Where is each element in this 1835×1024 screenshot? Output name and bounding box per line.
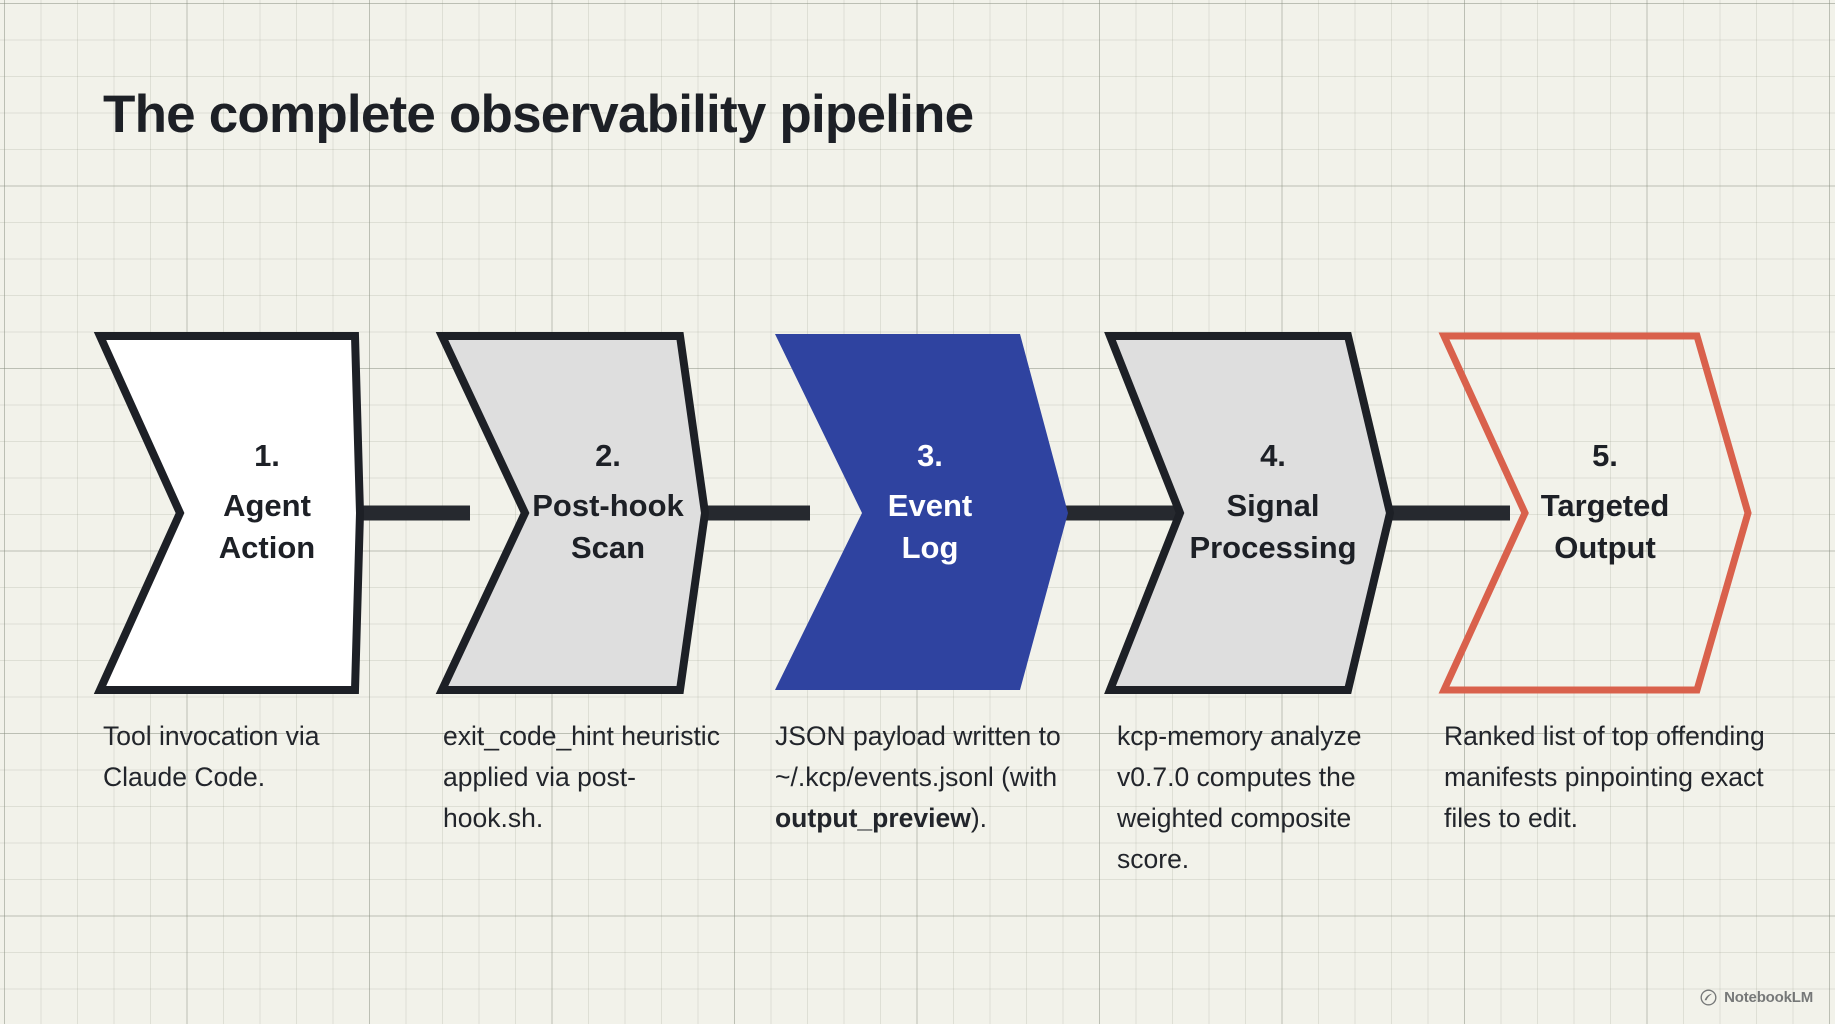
step-4-title-line1: Signal [1226, 488, 1319, 523]
step-3-caption: JSON payload written to ~/.kcp/events.js… [775, 721, 1061, 833]
page-title: The complete observability pipeline [103, 85, 974, 144]
step-5-caption: Ranked list of top offending manifests p… [1444, 721, 1765, 833]
step-3-chevron-shape[interactable] [775, 334, 1068, 690]
step-2-caption: exit_code_hint heuristic applied via pos… [443, 721, 720, 833]
step-1-caption: Tool invocation via Claude Code. [103, 721, 320, 792]
step-5-targeted-output[interactable]: 5. Targeted Output [1438, 332, 1752, 694]
step-4-title-line2: Processing [1189, 530, 1356, 565]
step-5-title-line2: Output [1554, 530, 1656, 565]
step-5-index: 5. [1592, 438, 1618, 473]
step-2-title-line2: Scan [571, 530, 645, 565]
notebooklm-watermark: NotebookLM [1700, 989, 1813, 1006]
notebooklm-logo-icon [1700, 989, 1717, 1006]
step-3-event-log[interactable]: 3. Event Log [775, 334, 1068, 690]
step-2-index: 2. [595, 438, 621, 473]
step-3-index: 3. [917, 438, 943, 473]
step-2-chevron-shape[interactable] [435, 332, 710, 694]
step-2-title-line1: Post-hook [532, 488, 684, 523]
watermark-label: NotebookLM [1724, 989, 1813, 1006]
step-5-title-line1: Targeted [1541, 488, 1670, 523]
step-3-title-line1: Event [888, 488, 972, 523]
step-3-title-line2: Log [902, 530, 959, 565]
step-5-chevron-shape[interactable] [1438, 332, 1752, 694]
step-4-chevron-shape[interactable] [1104, 332, 1395, 694]
step-1-chevron-shape[interactable] [93, 332, 365, 694]
step-4-index: 4. [1260, 438, 1286, 473]
step-1-title-line1: Agent [223, 488, 311, 523]
step-1-index: 1. [254, 438, 280, 473]
step-4-signal-processing[interactable]: 4. Signal Processing [1104, 332, 1395, 694]
step-4-caption: kcp-memory analyze v0.7.0 computes the w… [1117, 721, 1362, 874]
step-1-title-line2: Action [219, 530, 315, 565]
step-1-agent-action[interactable]: 1. Agent Action [93, 332, 365, 694]
step-2-post-hook-scan[interactable]: 2. Post-hook Scan [435, 332, 710, 694]
